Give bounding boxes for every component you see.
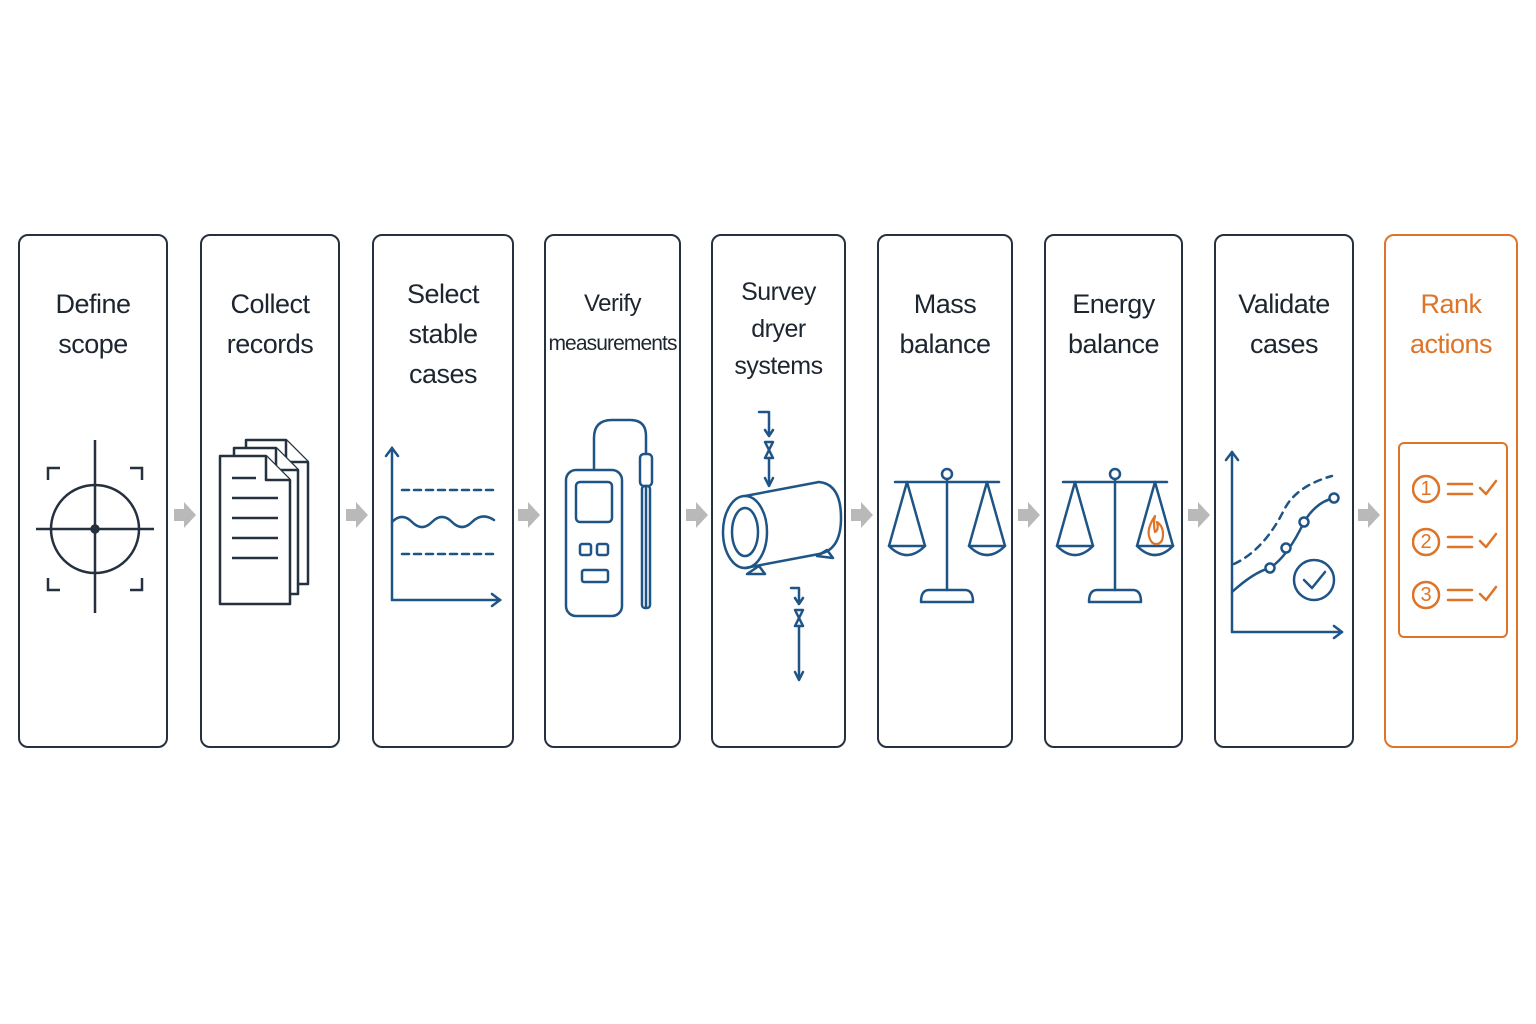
step-card-validate-cases: Validate cases	[1214, 234, 1354, 748]
dryer-drum-icon	[721, 410, 843, 682]
step-title-line: Validate	[1238, 289, 1330, 319]
rank-row: 1	[1412, 472, 1502, 506]
step-title-line: actions	[1409, 329, 1493, 359]
documents-icon	[218, 438, 310, 606]
step-card-mass-balance: Mass balance	[877, 234, 1013, 748]
step-title-line: Energy	[1072, 289, 1155, 319]
step-title: Survey dryer systems	[715, 274, 842, 385]
step-title-line: Rank	[1420, 289, 1482, 319]
rank-number: 2	[1420, 531, 1432, 553]
balance-scale-icon	[887, 467, 1007, 604]
step-title-line: cases	[1249, 329, 1319, 359]
energy-balance-icon	[1055, 467, 1175, 604]
flow-arrow-icon	[686, 502, 708, 528]
step-card-rank-actions: Rank actions 1 2	[1384, 234, 1518, 748]
validation-chart-icon	[1224, 450, 1344, 640]
step-title-line: cases	[408, 359, 478, 389]
meter-probe-icon	[564, 418, 654, 618]
step-card-survey-dryer-systems: Survey dryer systems	[711, 234, 846, 748]
flow-arrow-icon	[1018, 502, 1040, 528]
step-title: Select stable cases	[376, 274, 510, 394]
ranked-checklist-icon: 1 2 3	[1398, 442, 1508, 638]
step-title-line: records	[226, 329, 314, 359]
flow-arrow-icon	[346, 502, 368, 528]
step-title-line: Survey	[741, 278, 816, 306]
step-title: Mass balance	[881, 284, 1009, 364]
rank-row: 2	[1412, 525, 1502, 559]
flow-arrow-icon	[518, 502, 540, 528]
step-card-define-scope: Define scope	[18, 234, 168, 748]
step-title-line: Define	[55, 289, 131, 319]
rank-number: 1	[1420, 478, 1432, 500]
step-title: Define scope	[22, 284, 164, 364]
step-title: Rank actions	[1388, 284, 1514, 364]
flow-arrow-icon	[174, 502, 196, 528]
rank-number: 3	[1420, 584, 1432, 606]
step-title: Validate cases	[1218, 284, 1350, 364]
flow-arrow-icon	[1358, 502, 1380, 528]
flame-icon	[1147, 514, 1165, 546]
step-card-select-stable-cases: Select stable cases	[372, 234, 514, 748]
step-title-line: Collect	[230, 289, 310, 319]
step-title-line: measurements	[548, 332, 677, 355]
step-title: Verify measurements	[548, 284, 677, 364]
step-title-line: Verify	[583, 290, 642, 317]
flow-arrow-icon	[1188, 502, 1210, 528]
step-title-line: scope	[58, 329, 128, 359]
step-title-line: balance	[1067, 329, 1160, 359]
step-card-verify-measurements: Verify measurements	[544, 234, 681, 748]
step-title-line: stable	[408, 319, 478, 349]
step-title: Energy balance	[1048, 284, 1179, 364]
target-icon	[36, 440, 154, 613]
step-title-line: Select	[406, 279, 480, 309]
step-card-collect-records: Collect records	[200, 234, 340, 748]
step-title-line: balance	[899, 329, 991, 359]
step-title-line: dryer	[751, 315, 806, 343]
step-card-energy-balance: Energy balance	[1044, 234, 1183, 748]
flow-arrow-icon	[851, 502, 873, 528]
step-title: Collect records	[204, 284, 336, 364]
stable-trend-icon	[384, 445, 503, 608]
rank-row: 3	[1412, 578, 1502, 612]
step-title-line: systems	[734, 352, 823, 380]
step-title-line: Mass	[913, 289, 977, 319]
